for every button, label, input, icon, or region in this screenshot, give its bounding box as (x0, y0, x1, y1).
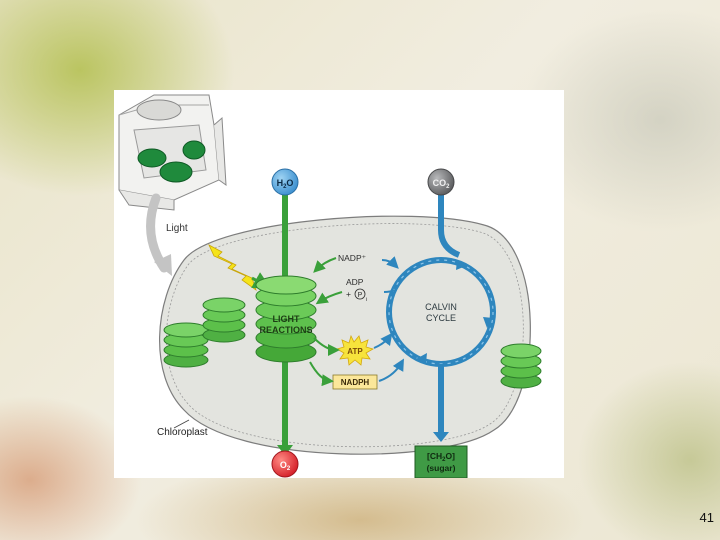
granum-stack-right (500, 343, 542, 389)
calvin-cycle-label-2: CYCLE (426, 313, 456, 323)
light-label: Light (166, 223, 188, 234)
light-reactions-label-2: REACTIONS (259, 325, 312, 335)
page-number: 41 (699, 510, 714, 525)
atp-label: ATP (347, 347, 363, 356)
chloroplast-icon (182, 140, 206, 160)
adp-label: ADP (346, 277, 364, 287)
calvin-cycle-label-1: CALVIN (425, 302, 457, 312)
o2-node (271, 450, 299, 478)
co2-node (427, 168, 455, 196)
chloroplast-icon (137, 148, 167, 168)
photosynthesis-diagram: Light Chloroplast LIGHT REACTIONS (118, 94, 542, 478)
sugar-box (414, 445, 468, 478)
chloroplast-icon (159, 161, 193, 183)
nadp-label: NADP⁺ (338, 253, 367, 263)
o2-label: O2 (280, 460, 291, 472)
light-reactions-granum (255, 275, 317, 363)
granum-stack-left (163, 322, 209, 368)
h2o-label: H2O (277, 178, 294, 190)
plant-cell-sketch (118, 94, 227, 211)
granum-stack-middle (202, 297, 246, 343)
pi-prefix: + (346, 289, 351, 299)
phosphate-icon (354, 288, 366, 300)
pi-symbol: P (358, 292, 363, 299)
co2-label: CO2 (433, 178, 451, 190)
photosynthesis-figure: Light Chloroplast LIGHT REACTIONS (114, 90, 564, 478)
chloroplast-label: Chloroplast (157, 427, 208, 438)
sugar-formula: [CH2O] (427, 451, 455, 463)
pi-subscript: i (366, 297, 367, 303)
light-bolt-icon (208, 244, 257, 292)
h2o-node (271, 168, 299, 196)
atp-burst (335, 334, 375, 366)
nadph-label: NADPH (341, 378, 370, 387)
light-reactions-label-1: LIGHT (273, 314, 300, 324)
sugar-label: (sugar) (427, 463, 456, 473)
